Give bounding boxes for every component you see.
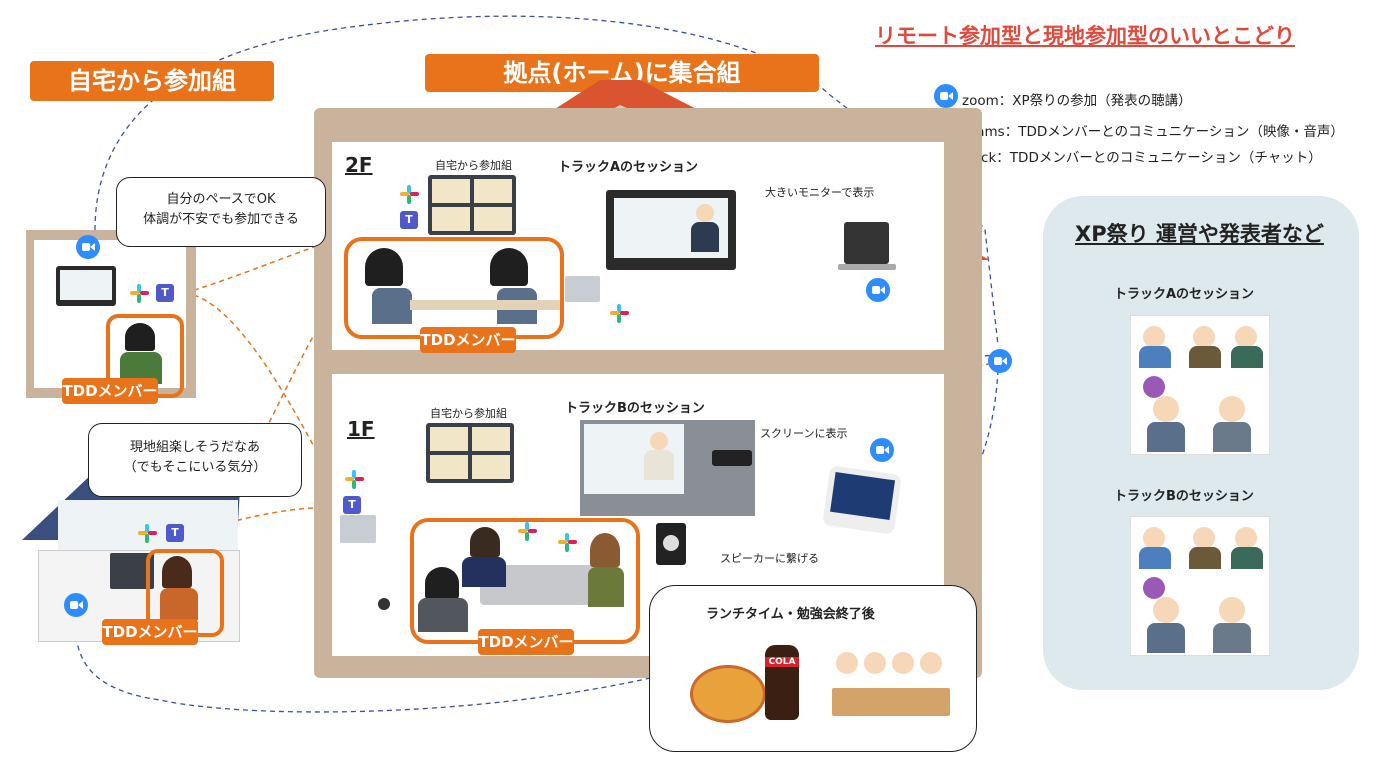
floor-1-home-label: 自宅から参加組 <box>430 407 507 420</box>
floor-2-remote-screen <box>428 175 516 235</box>
laptop <box>340 515 376 543</box>
cola-bottle-icon: COLA <box>765 645 799 720</box>
teams-icon: T <box>343 496 361 514</box>
tablet <box>822 465 902 535</box>
zoom-icon <box>76 235 100 259</box>
track-b-video-grid <box>1130 516 1270 656</box>
member-label: TDDメンバー <box>420 327 516 353</box>
home-top-monitor <box>56 266 116 306</box>
bubble-line: （でもそこにいる気分） <box>123 460 267 475</box>
zoom-icon <box>870 438 894 462</box>
bubble-line: 自分のペースでOK <box>166 192 276 207</box>
teams-icon: T <box>166 524 184 542</box>
slack-icon <box>558 533 577 552</box>
floor-2-home-label: 自宅から参加組 <box>435 159 512 172</box>
lunch-title: ランチタイム・勉強会終了後 <box>706 607 875 622</box>
zoom-icon <box>64 593 88 617</box>
floor-1-remote-screen <box>426 423 514 483</box>
slack-icon <box>610 304 629 323</box>
member-label: TDDメンバー <box>102 619 198 645</box>
headline: リモート参加型と現地参加型のいいとこどり <box>875 24 1295 48</box>
projector <box>712 450 752 466</box>
pizza-icon <box>690 665 766 723</box>
speech-bubble: 現地組楽しそうだなあ （でもそこにいる気分） <box>88 423 302 497</box>
home-group-title: 自宅から参加組 <box>30 61 274 101</box>
zoom-icon <box>866 278 890 302</box>
floor-1-session-title: トラックBのセッション <box>565 401 705 416</box>
xp-track-a-title: トラックAのセッション <box>1114 287 1255 302</box>
slack-icon <box>400 185 419 204</box>
legend-zoom-text: zoom：XP祭りの参加（発表の聴講） <box>962 93 1192 109</box>
legend-slack-text: slack：TDDメンバーとのコミュニケーション（チャット） <box>962 150 1322 166</box>
teams-icon: T <box>156 284 174 302</box>
xp-track-b-title: トラックBのセッション <box>1114 489 1254 504</box>
floor-1-label: 1F <box>347 417 375 441</box>
floor-1-screen-note: スクリーンに表示 <box>760 427 848 440</box>
zoom-icon <box>988 349 1012 373</box>
laptop <box>565 276 600 302</box>
slack-icon <box>518 522 537 541</box>
friends-cheering <box>832 648 950 718</box>
member-label: TDDメンバー <box>478 629 574 655</box>
slack-icon <box>130 284 149 303</box>
bubble-line: 現地組楽しそうだなあ <box>129 440 260 455</box>
speaker <box>656 523 686 565</box>
laptop <box>844 222 889 264</box>
legend-teams-text: Teams：TDDメンバーとのコミュニケーション（映像・音声） <box>962 124 1344 140</box>
track-a-video-grid <box>1130 315 1270 455</box>
teams-icon: T <box>400 211 418 229</box>
track-a-monitor <box>606 190 736 270</box>
floor-2-monitor-note: 大きいモニターで表示 <box>765 186 875 199</box>
microphone-icon <box>378 598 390 610</box>
slack-icon <box>138 524 157 543</box>
slack-icon <box>345 470 364 489</box>
xp-panel-title: XP祭り 運営や発表者など <box>1075 222 1324 246</box>
floor-2-session-title: トラックAのセッション <box>558 160 699 175</box>
speech-bubble: 自分のペースでOK 体調が不安でも参加できる <box>116 177 326 247</box>
track-b-screen <box>580 420 755 516</box>
zoom-icon <box>934 84 958 108</box>
member-label: TDDメンバー <box>62 378 158 404</box>
bubble-line: 体調が不安でも参加できる <box>143 212 299 227</box>
floor-2-label: 2F <box>345 153 373 177</box>
floor-1-speaker-note: スピーカーに繋げる <box>720 552 819 565</box>
